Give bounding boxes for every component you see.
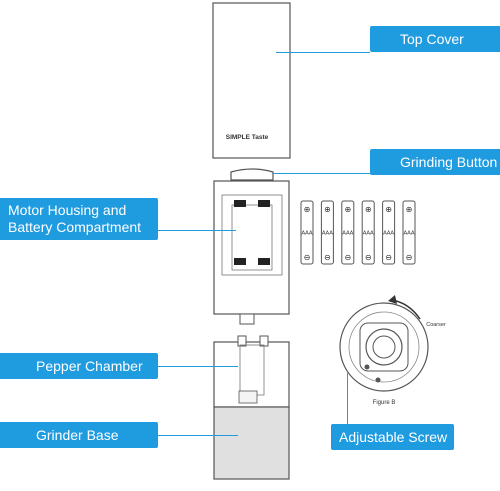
grinder-base-leader (158, 435, 238, 436)
battery-label: AAA (363, 231, 374, 237)
battery-row: ⊕ AAA ⊖ ⊕ AAA ⊖ ⊕ AAA ⊖ ⊕ AAA ⊖ ⊕ AAA ⊖ ⊕ AAA ⊖ (300, 200, 416, 265)
battery-label: AAA (301, 231, 312, 237)
battery-label: AAA (383, 231, 394, 237)
top-cover-part: SIMPLE Taste (212, 2, 291, 159)
rotation-direction-label: Coarser (426, 322, 446, 328)
brand-logo: SIMPLE Taste (226, 134, 269, 141)
battery-plus-symbol: ⊕ (304, 205, 311, 214)
battery-minus-symbol: ⊖ (365, 253, 372, 262)
figure-caption: Figure B (373, 400, 396, 406)
battery-minus-symbol: ⊖ (324, 253, 331, 262)
top-cover-leader (276, 52, 370, 53)
battery-plus-symbol: ⊕ (324, 205, 331, 214)
grinder-base-label: Grinder Base (0, 422, 158, 448)
battery-label: AAA (403, 231, 414, 237)
motor-housing-part (213, 180, 290, 325)
pepper-chamber-part (213, 335, 290, 408)
battery-icon: ⊕ AAA ⊖ (300, 200, 314, 265)
battery-icon: ⊕ AAA ⊖ (320, 200, 334, 265)
battery-icon: ⊕ AAA ⊖ (361, 200, 375, 265)
battery-minus-symbol: ⊖ (304, 253, 311, 262)
battery-plus-symbol: ⊕ (344, 205, 351, 214)
battery-minus-symbol: ⊖ (344, 253, 351, 262)
battery-icon: ⊕ AAA ⊖ (402, 200, 416, 265)
battery-label: AAA (322, 231, 333, 237)
battery-minus-symbol: ⊖ (406, 253, 413, 262)
adjustable-screw-figure: Coarser Figure B (339, 295, 446, 406)
grinding-button-leader (273, 173, 370, 174)
grinding-button-part (230, 168, 274, 181)
adjustable-screw-leader (347, 373, 348, 425)
top-cover-label: Top Cover (370, 26, 500, 52)
battery-plus-symbol: ⊕ (365, 205, 372, 214)
grinding-button-label: Grinding Button (370, 149, 500, 175)
battery-minus-symbol: ⊖ (385, 253, 392, 262)
motor-housing-label-line2: Battery Compartment (8, 219, 142, 235)
motor-housing-label: Motor Housing and Battery Compartment (0, 198, 158, 240)
battery-label: AAA (342, 231, 353, 237)
battery-plus-symbol: ⊕ (385, 205, 392, 214)
battery-plus-symbol: ⊕ (406, 205, 413, 214)
battery-icon: ⊕ AAA ⊖ (382, 200, 396, 265)
pepper-chamber-leader (158, 366, 238, 367)
pepper-chamber-label: Pepper Chamber (0, 353, 158, 379)
adjustable-screw-label: Adjustable Screw (331, 424, 454, 450)
grinder-base-part (213, 406, 290, 480)
motor-housing-leader (158, 230, 236, 231)
motor-housing-label-line1: Motor Housing and (8, 202, 127, 218)
battery-icon: ⊕ AAA ⊖ (341, 200, 355, 265)
